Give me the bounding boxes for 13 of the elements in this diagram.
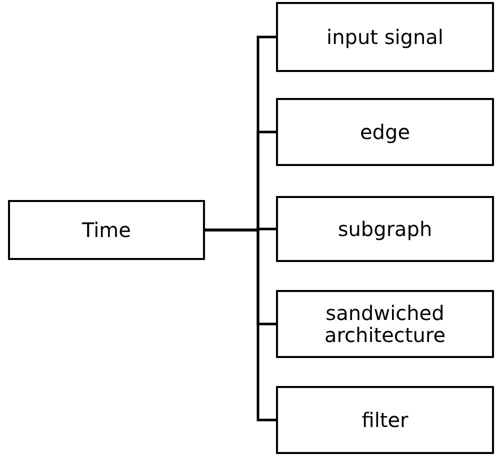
branch-box — [276, 290, 494, 358]
branch-box — [276, 386, 494, 454]
root-box — [8, 200, 205, 260]
branch-box — [276, 196, 494, 262]
node-label: input signal — [326, 26, 444, 48]
node-label: Time — [82, 219, 131, 241]
node-label: sandwiched architecture — [323, 302, 446, 346]
node-label: filter — [362, 409, 408, 431]
connector-line — [205, 228, 276, 422]
node-label: edge — [360, 121, 410, 143]
branch-box — [276, 98, 494, 166]
node-label: subgraph — [338, 218, 432, 240]
branch-box — [276, 2, 494, 72]
